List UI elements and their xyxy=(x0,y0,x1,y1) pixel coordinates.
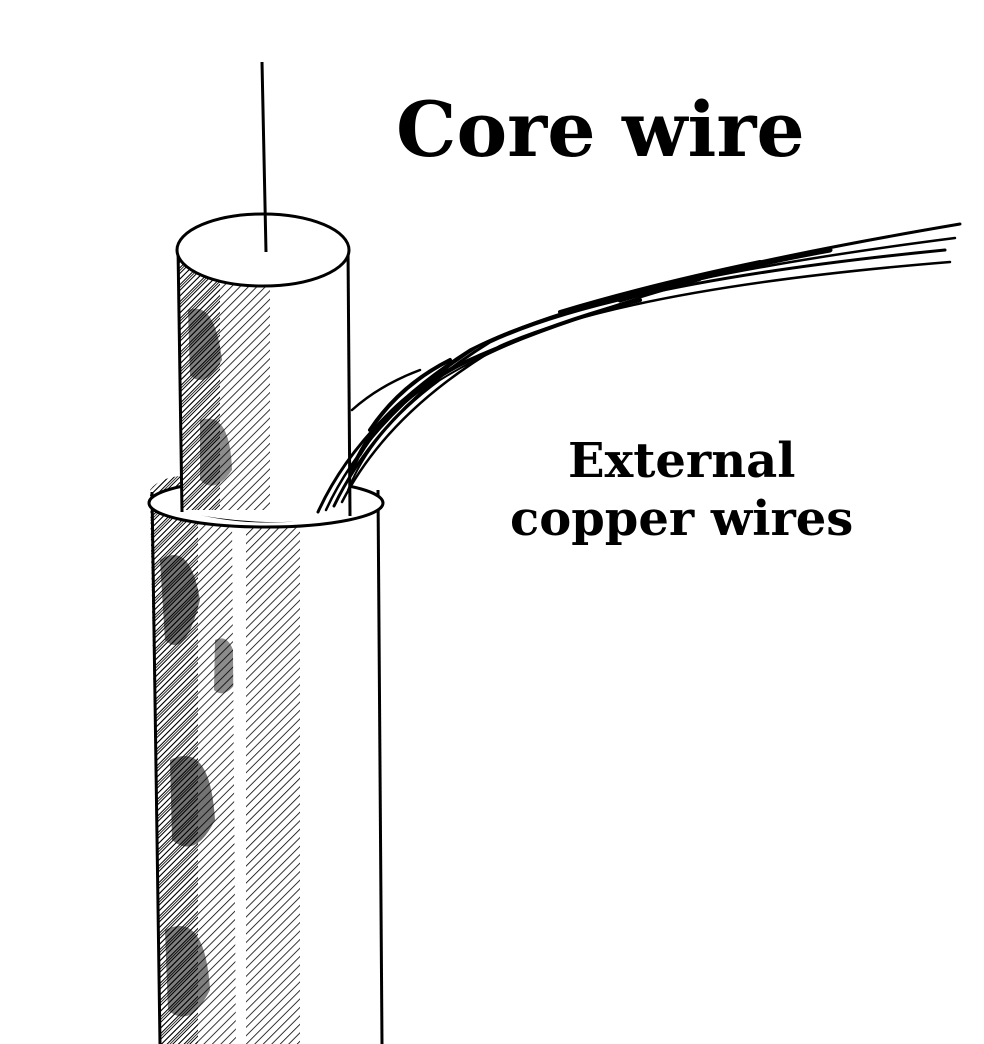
outer-insulation xyxy=(150,475,384,1044)
external-copper-wires xyxy=(316,222,962,514)
external-copper-wires-label-line1: External xyxy=(568,433,796,489)
core-wire xyxy=(260,61,268,253)
core-wire-label: Core wire xyxy=(396,85,805,174)
inner-dielectric xyxy=(175,212,352,523)
external-copper-wires-label-line2: copper wires xyxy=(510,491,854,547)
